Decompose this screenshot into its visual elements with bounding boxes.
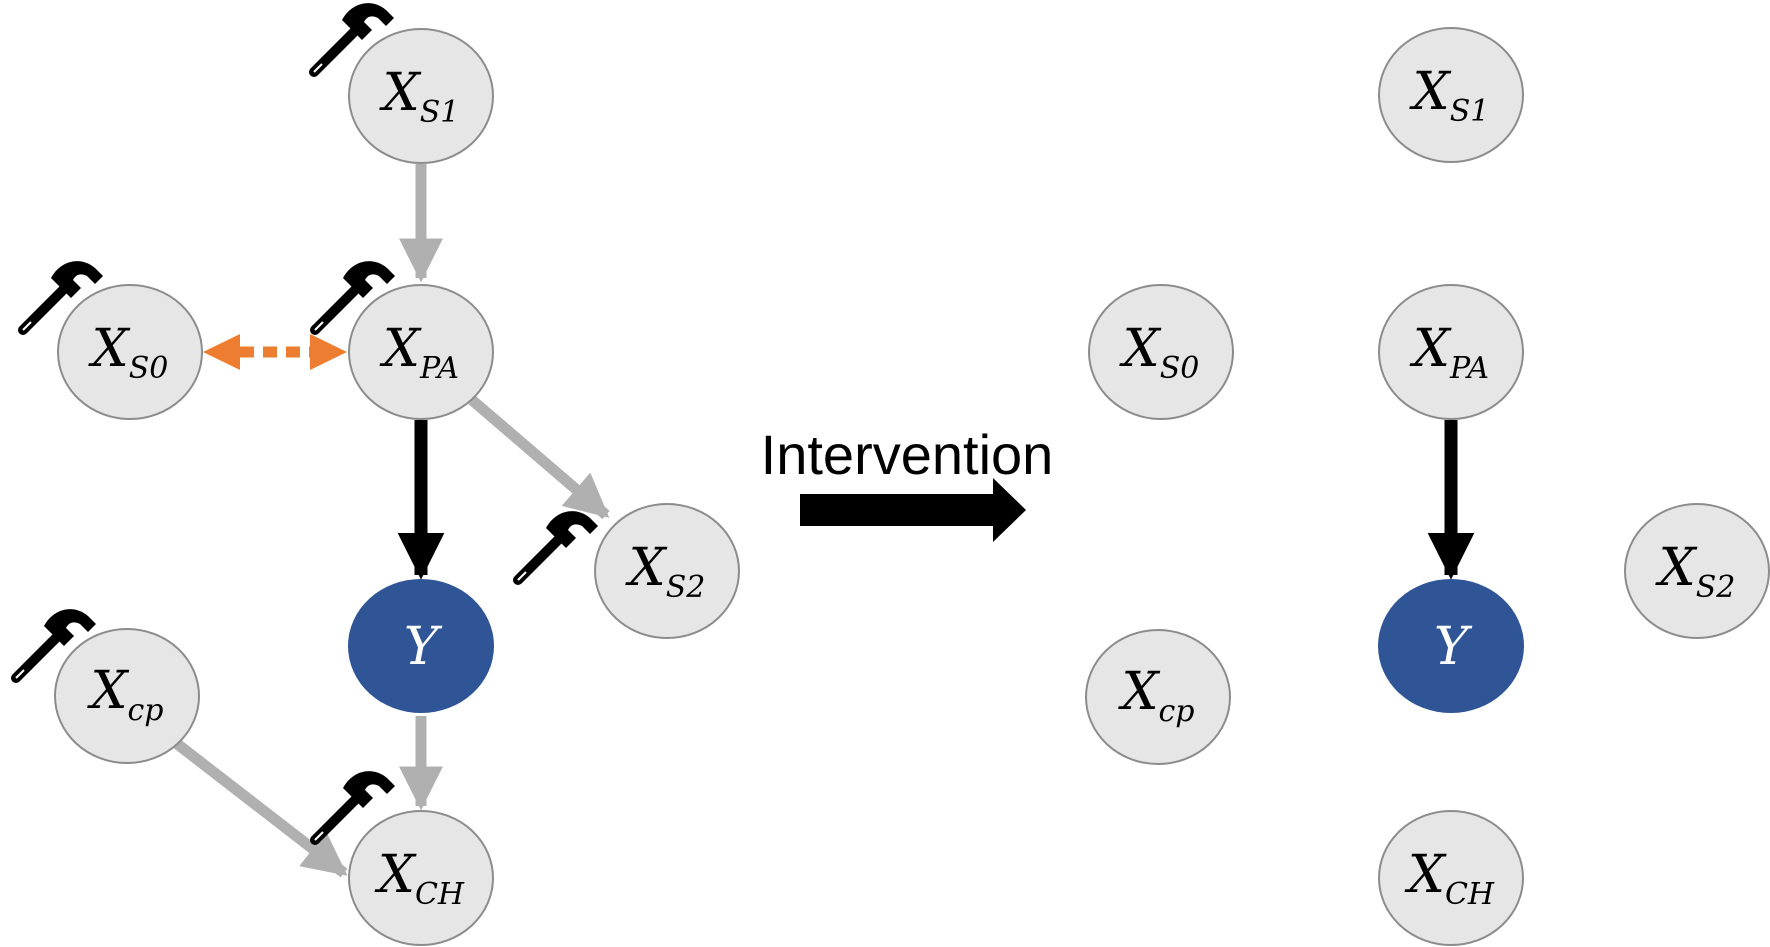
- node-xs0: XS0: [57, 284, 203, 420]
- node-xch: XCH: [348, 810, 494, 946]
- node-xs1: XS1: [1378, 27, 1524, 163]
- node-xs1: XS1: [348, 28, 494, 164]
- node-xs0: XS0: [1088, 284, 1234, 420]
- svg-text:XS2: XS2: [1655, 538, 1736, 605]
- svg-text:Xcp: Xcp: [86, 661, 163, 728]
- node-y: Y: [1378, 579, 1524, 713]
- svg-text:Y: Y: [404, 617, 443, 677]
- svg-text:XS2: XS2: [625, 538, 706, 605]
- node-xs2: XS2: [594, 503, 740, 639]
- svg-text:XS1: XS1: [1409, 62, 1490, 129]
- intervention-label: Intervention: [761, 423, 1054, 486]
- node-xcp: Xcp: [1085, 629, 1231, 765]
- svg-text:XS0: XS0: [88, 319, 169, 386]
- node-y: Y: [348, 579, 494, 713]
- svg-text:XCH: XCH: [374, 845, 465, 912]
- svg-text:XPA: XPA: [379, 319, 459, 386]
- hammer-icon: [518, 511, 598, 580]
- svg-text:XCH: XCH: [1404, 845, 1495, 912]
- svg-text:XPA: XPA: [1409, 319, 1489, 386]
- edge-xcp-xch: [172, 738, 348, 878]
- intervention-arrow: Intervention: [761, 423, 1054, 542]
- after-graph: XS1 XS0 XPA XS2 Xcp Y XCH: [1085, 27, 1770, 946]
- edge-xs0-xpa-confounded: [203, 334, 347, 370]
- node-xs2: XS2: [1624, 503, 1770, 639]
- node-xch: XCH: [1378, 810, 1524, 946]
- svg-text:XS1: XS1: [379, 63, 460, 130]
- svg-text:Xcp: Xcp: [1117, 662, 1194, 729]
- svg-text:Y: Y: [1434, 617, 1473, 677]
- before-graph: XS1 XPA XS0 XS2 Y Xcp XCH: [16, 3, 740, 946]
- node-xcp: Xcp: [54, 628, 200, 764]
- edge-xpa-xs2: [468, 395, 610, 520]
- svg-text:XS0: XS0: [1119, 319, 1200, 386]
- node-xpa: XPA: [348, 284, 494, 420]
- node-xpa: XPA: [1378, 284, 1524, 420]
